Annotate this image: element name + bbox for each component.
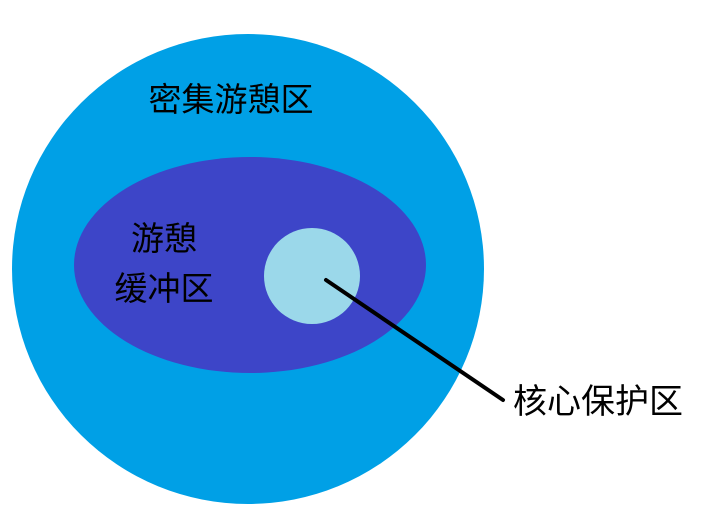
buffer-zone-ellipse	[74, 157, 426, 373]
core-zone-label: 核心保护区	[513, 382, 683, 422]
core-pointer-line	[324, 278, 505, 402]
core-zone-circle	[264, 228, 360, 324]
buffer-zone-label-line1: 游憩	[131, 219, 197, 258]
outer-zone-label: 密集游憩区	[149, 80, 314, 119]
watermark-text: 知乎 @槐序秋起Lumos	[515, 485, 695, 505]
buffer-zone-label-line2: 缓冲区	[115, 269, 214, 308]
